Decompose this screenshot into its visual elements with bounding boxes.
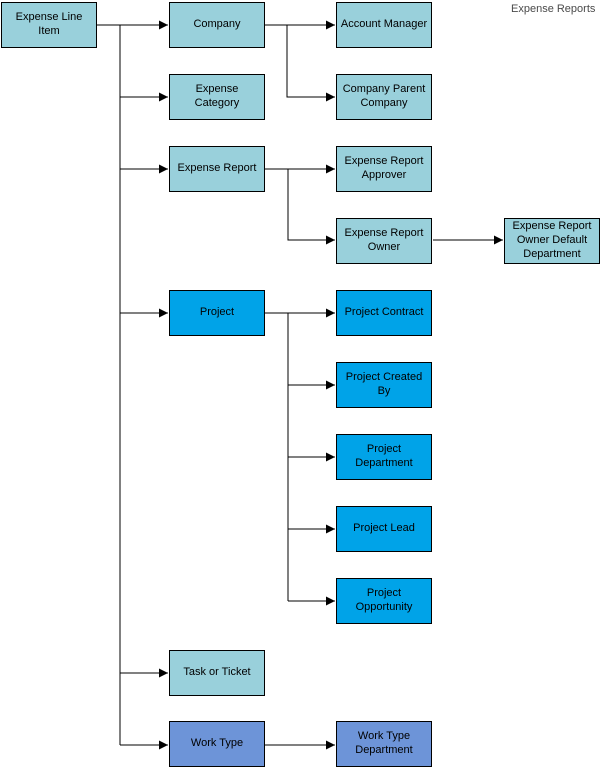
node-project-department: Project Department [336,434,432,480]
connector-expense-report-to-owner [287,169,335,245]
node-work-type-department: Work Type Department [336,721,432,767]
node-project: Project [169,290,265,336]
node-project-opportunity: Project Opportunity [336,578,432,624]
node-expense-report: Expense Report [169,146,265,192]
node-expense-category: Expense Category [169,74,265,120]
node-task-or-ticket: Task or Ticket [169,650,265,696]
connector-company-to-parent-company [286,25,335,102]
node-company-parent-company: Company Parent Company [336,74,432,120]
node-expense-report-owner-default-department: Expense Report Owner Default Department [504,218,600,264]
node-expense-report-owner: Expense Report Owner [336,218,432,264]
diagram-title: Expense Reports [511,3,596,15]
node-company: Company [169,2,265,48]
node-expense-line-item: Expense Line Item [1,2,97,48]
node-expense-report-approver: Expense Report Approver [336,146,432,192]
node-account-manager: Account Manager [336,2,432,48]
node-project-lead: Project Lead [336,506,432,552]
node-work-type: Work Type [169,721,265,767]
node-project-contract: Project Contract [336,290,432,336]
node-project-created-by: Project Created By [336,362,432,408]
